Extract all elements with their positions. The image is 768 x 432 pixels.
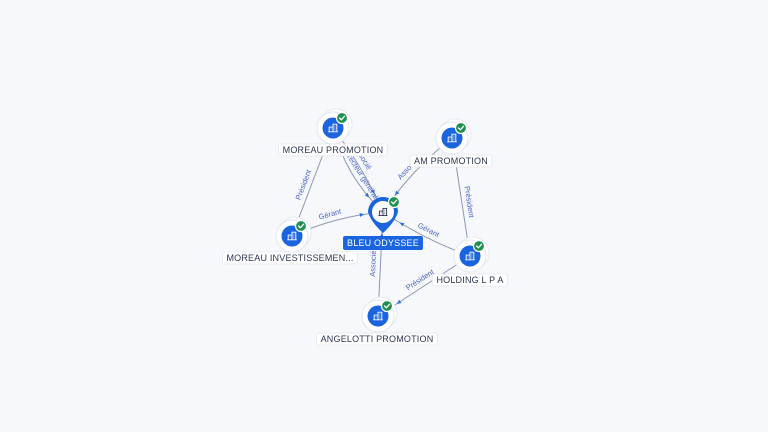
- verified-check-icon: [294, 219, 308, 233]
- verified-check-icon: [380, 299, 394, 313]
- verified-check-icon: [472, 239, 486, 253]
- svg-text:AM PROMOTION: AM PROMOTION: [414, 156, 488, 166]
- node-angelotti[interactable]: ANGELOTTI PROMOTION: [316, 296, 438, 346]
- svg-text:MOREAU INVESTISSEMEN...: MOREAU INVESTISSEMEN...: [226, 253, 353, 263]
- edge-arrow-icon: [399, 222, 405, 227]
- building-icon: [447, 133, 457, 143]
- node-moreau-promo[interactable]: MOREAU PROMOTION: [278, 108, 388, 157]
- edge-label: Président: [462, 185, 476, 219]
- node-label: MOREAU PROMOTION: [278, 143, 388, 157]
- edge-arrow-icon: [364, 192, 370, 198]
- node-label-bg: [409, 154, 493, 168]
- verified-check-icon: [335, 111, 349, 125]
- svg-text:ANGELOTTI PROMOTION: ANGELOTTI PROMOTION: [321, 334, 434, 344]
- edge-label: Associé: [368, 250, 378, 277]
- nodes-layer: MOREAU PROMOTION AM PROMOTION MOREAU INVES…: [222, 108, 508, 346]
- svg-text:HOLDING L P A: HOLDING L P A: [436, 275, 503, 285]
- building-icon: [287, 231, 297, 241]
- center-label: BLEU ODYSSEE: [343, 236, 423, 250]
- center-node[interactable]: BLEU ODYSSEE: [343, 195, 423, 251]
- node-label: ANGELOTTI PROMOTION: [316, 332, 438, 346]
- node-label: HOLDING L P A: [432, 273, 508, 287]
- node-moreau-inv[interactable]: MOREAU INVESTISSEMEN...: [222, 216, 358, 265]
- verified-check-icon: [454, 121, 468, 135]
- node-label-bg: [316, 332, 438, 346]
- building-icon: [465, 251, 475, 261]
- edge-arrow-icon: [394, 190, 400, 196]
- node-holding[interactable]: HOLDING L P A: [432, 236, 508, 287]
- building-icon: [373, 311, 383, 321]
- edge-label: Président: [294, 167, 314, 201]
- building-icon: [328, 123, 338, 133]
- node-label-bg: [278, 143, 388, 157]
- verified-check-icon: [387, 195, 401, 209]
- node-label: MOREAU INVESTISSEMEN...: [222, 251, 358, 265]
- svg-text:MOREAU PROMOTION: MOREAU PROMOTION: [283, 145, 384, 155]
- center-label-bg: [343, 236, 423, 250]
- svg-text:BLEU ODYSSEE: BLEU ODYSSEE: [347, 238, 419, 248]
- node-label: AM PROMOTION: [409, 154, 493, 168]
- edge-arrow-icon: [359, 213, 365, 218]
- edge-arrow-icon: [396, 299, 402, 304]
- node-label-bg: [222, 251, 358, 265]
- building-icon: [378, 207, 388, 217]
- node-label-bg: [432, 273, 508, 287]
- edge-arrow-icon: [370, 189, 375, 195]
- node-am-promo[interactable]: AM PROMOTION: [409, 118, 493, 168]
